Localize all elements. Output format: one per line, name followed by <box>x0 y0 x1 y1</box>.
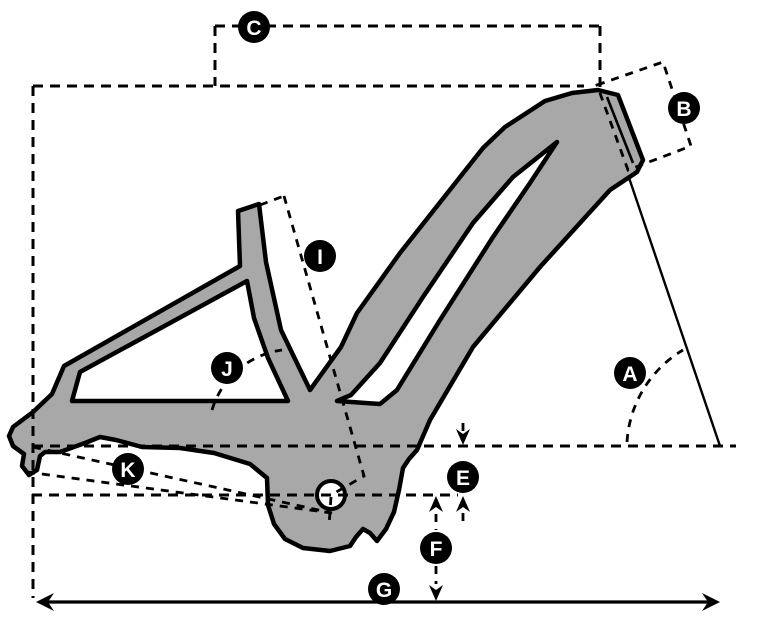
badge-letter: K <box>120 459 135 482</box>
arrowhead-up-icon <box>429 496 443 512</box>
label-badge-i: I <box>304 240 336 272</box>
badge-letter: G <box>376 579 392 602</box>
badge-letter: B <box>676 98 691 121</box>
label-badge-c: C <box>238 11 270 43</box>
badge-circle <box>668 92 700 124</box>
label-badge-b: B <box>668 92 700 124</box>
arrowhead-down-icon <box>429 585 443 601</box>
badge-letter: F <box>430 538 443 561</box>
badge-circle <box>614 357 646 389</box>
arrowhead-right-icon <box>702 593 720 611</box>
badge-circle <box>112 453 144 485</box>
measure-b-head-tube-box <box>595 60 693 172</box>
badge-circle <box>304 240 336 272</box>
badge-letter: E <box>456 467 470 490</box>
badge-circle <box>368 573 400 605</box>
measure-k-chainstay-line-lower <box>26 470 333 515</box>
badge-letter: J <box>221 358 233 381</box>
label-badge-f: F <box>420 532 452 564</box>
measure-e-arrows <box>456 423 470 523</box>
measure-f-arrows <box>429 496 443 601</box>
head-tube-strip-line <box>605 96 635 164</box>
measure-k-chainstay-line-upper <box>32 445 333 515</box>
bb-center-tick <box>327 496 333 527</box>
badge-circle <box>420 532 452 564</box>
badge-letter: C <box>246 17 261 40</box>
badge-circle <box>447 461 479 493</box>
arrowhead-up-icon <box>456 496 470 512</box>
badge-circle <box>211 352 243 384</box>
measure-i-seat-tube-line <box>259 194 366 496</box>
steering-axis-line <box>622 162 722 447</box>
badge-letter: A <box>622 363 637 386</box>
badge-letter: I <box>317 246 323 269</box>
arrowhead-left-icon <box>36 593 54 611</box>
label-badge-g: G <box>368 573 400 605</box>
badge-circle <box>238 11 270 43</box>
label-badge-k: K <box>112 453 144 485</box>
label-badge-a: A <box>614 357 646 389</box>
arrowhead-down-icon <box>456 429 470 445</box>
label-badge-j: J <box>211 352 243 384</box>
label-badge-e: E <box>447 461 479 493</box>
